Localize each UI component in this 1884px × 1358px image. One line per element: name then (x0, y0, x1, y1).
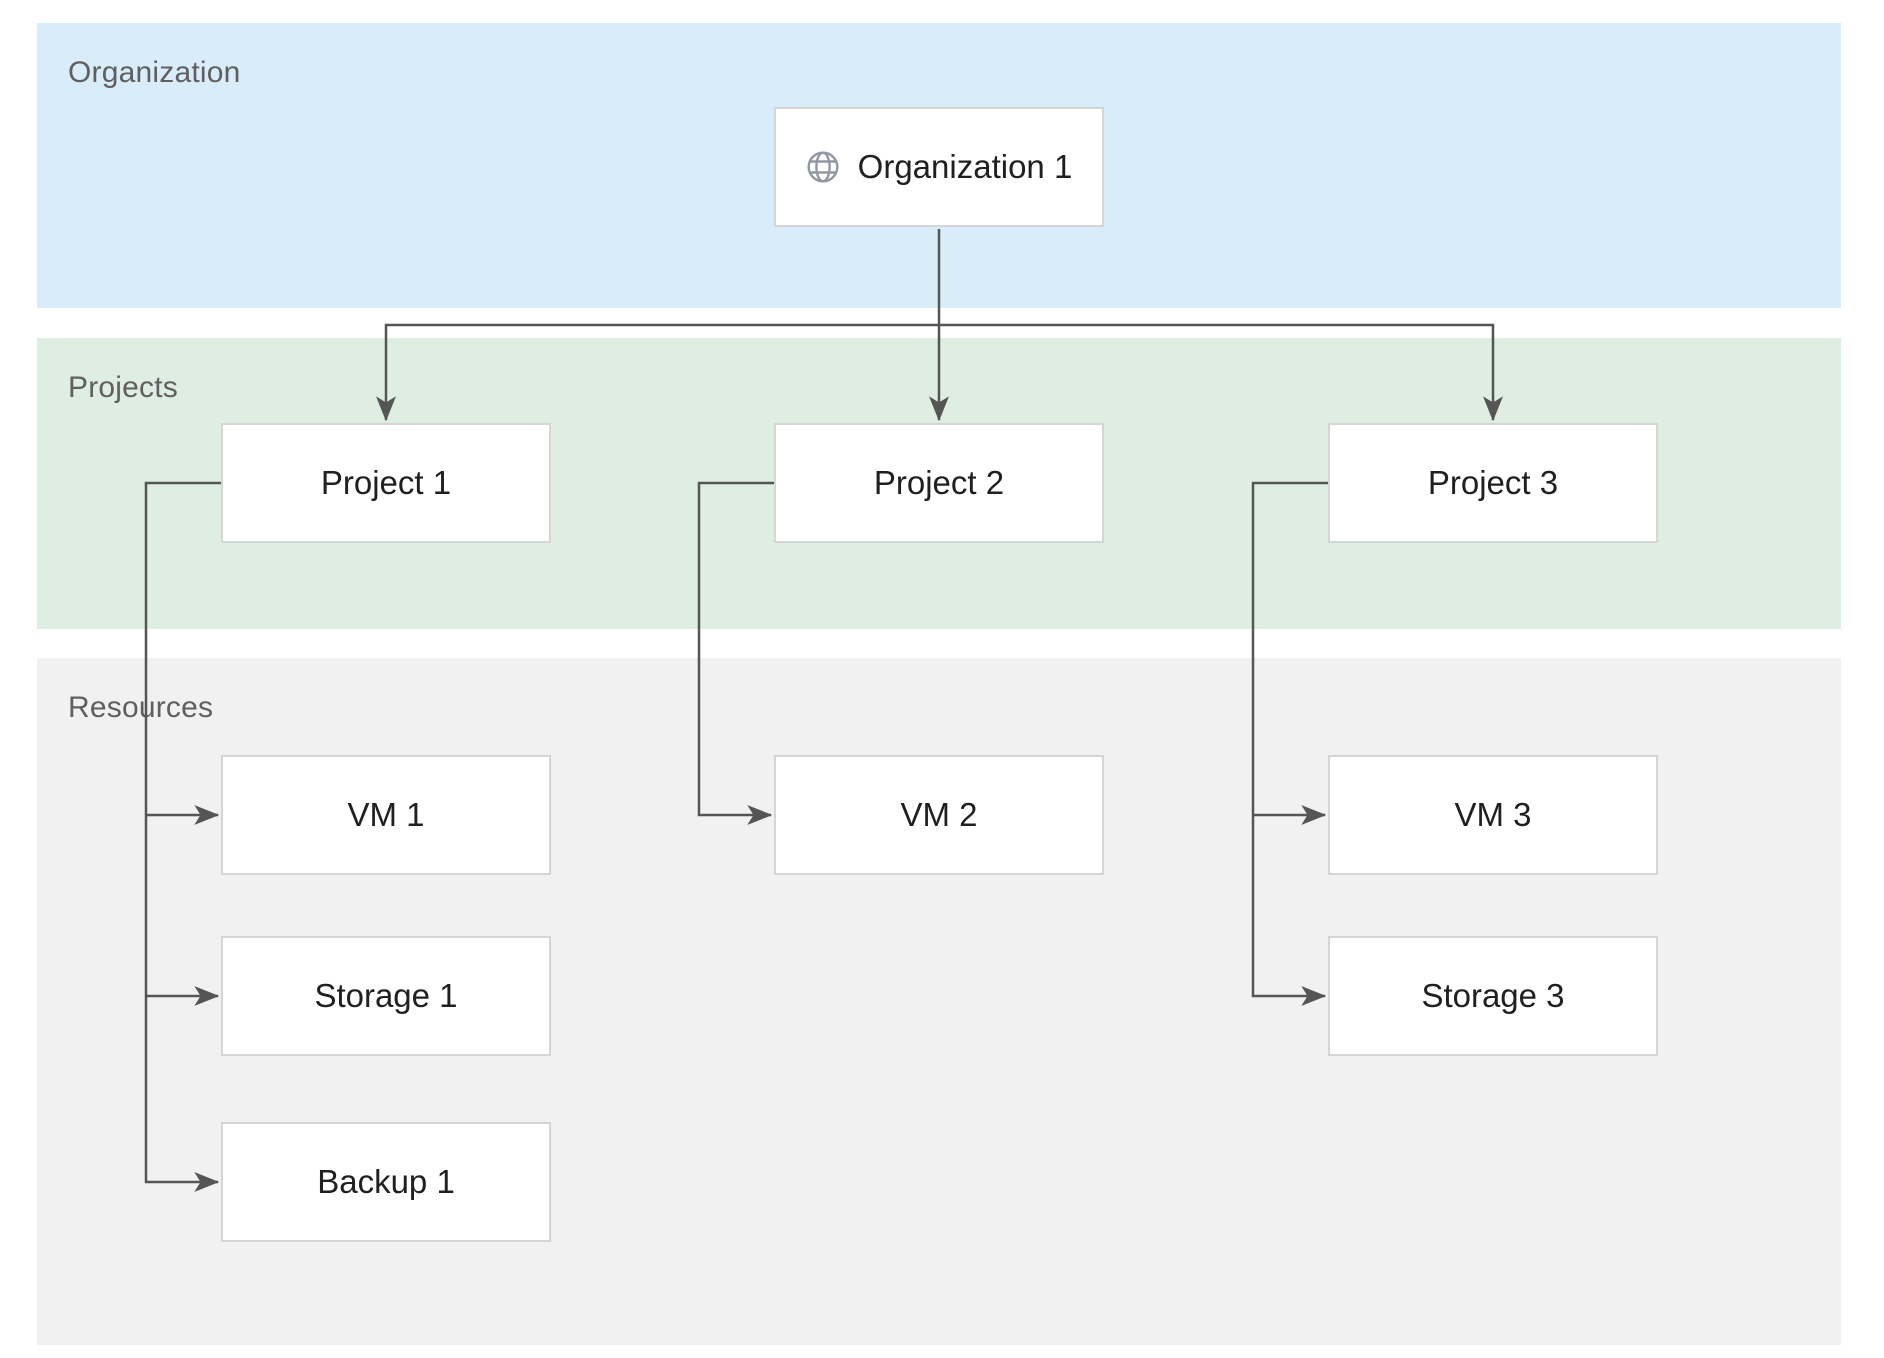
node-project-2: Project 2 (774, 423, 1104, 543)
node-label: Project 2 (873, 464, 1005, 501)
node-vm-3: VM 3 (1328, 755, 1658, 875)
node-storage-1: Storage 1 (221, 936, 551, 1056)
node-vm-2: VM 2 (774, 755, 1104, 875)
node-label: Storage 1 (314, 977, 458, 1014)
node-backup-1: Backup 1 (221, 1122, 551, 1242)
node-project-1: Project 1 (221, 423, 551, 543)
node-label: Organization 1 (857, 148, 1073, 185)
node-vm-1: VM 1 (221, 755, 551, 875)
node-label: VM 2 (900, 796, 978, 833)
node-label: Storage 3 (1421, 977, 1565, 1014)
node-label: Backup 1 (317, 1163, 455, 1200)
node-label: Project 3 (1427, 464, 1559, 501)
band-organization-label: Organization (68, 56, 241, 89)
node-label: VM 1 (347, 796, 425, 833)
node-label: VM 3 (1454, 796, 1532, 833)
node-storage-3: Storage 3 (1328, 936, 1658, 1056)
node-label: Project 1 (320, 464, 452, 501)
node-organization-1: Organization 1 (774, 107, 1104, 227)
band-resources-label: Resources (68, 691, 214, 724)
node-project-3: Project 3 (1328, 423, 1658, 543)
globe-icon (806, 150, 840, 184)
band-projects-label: Projects (68, 371, 178, 404)
